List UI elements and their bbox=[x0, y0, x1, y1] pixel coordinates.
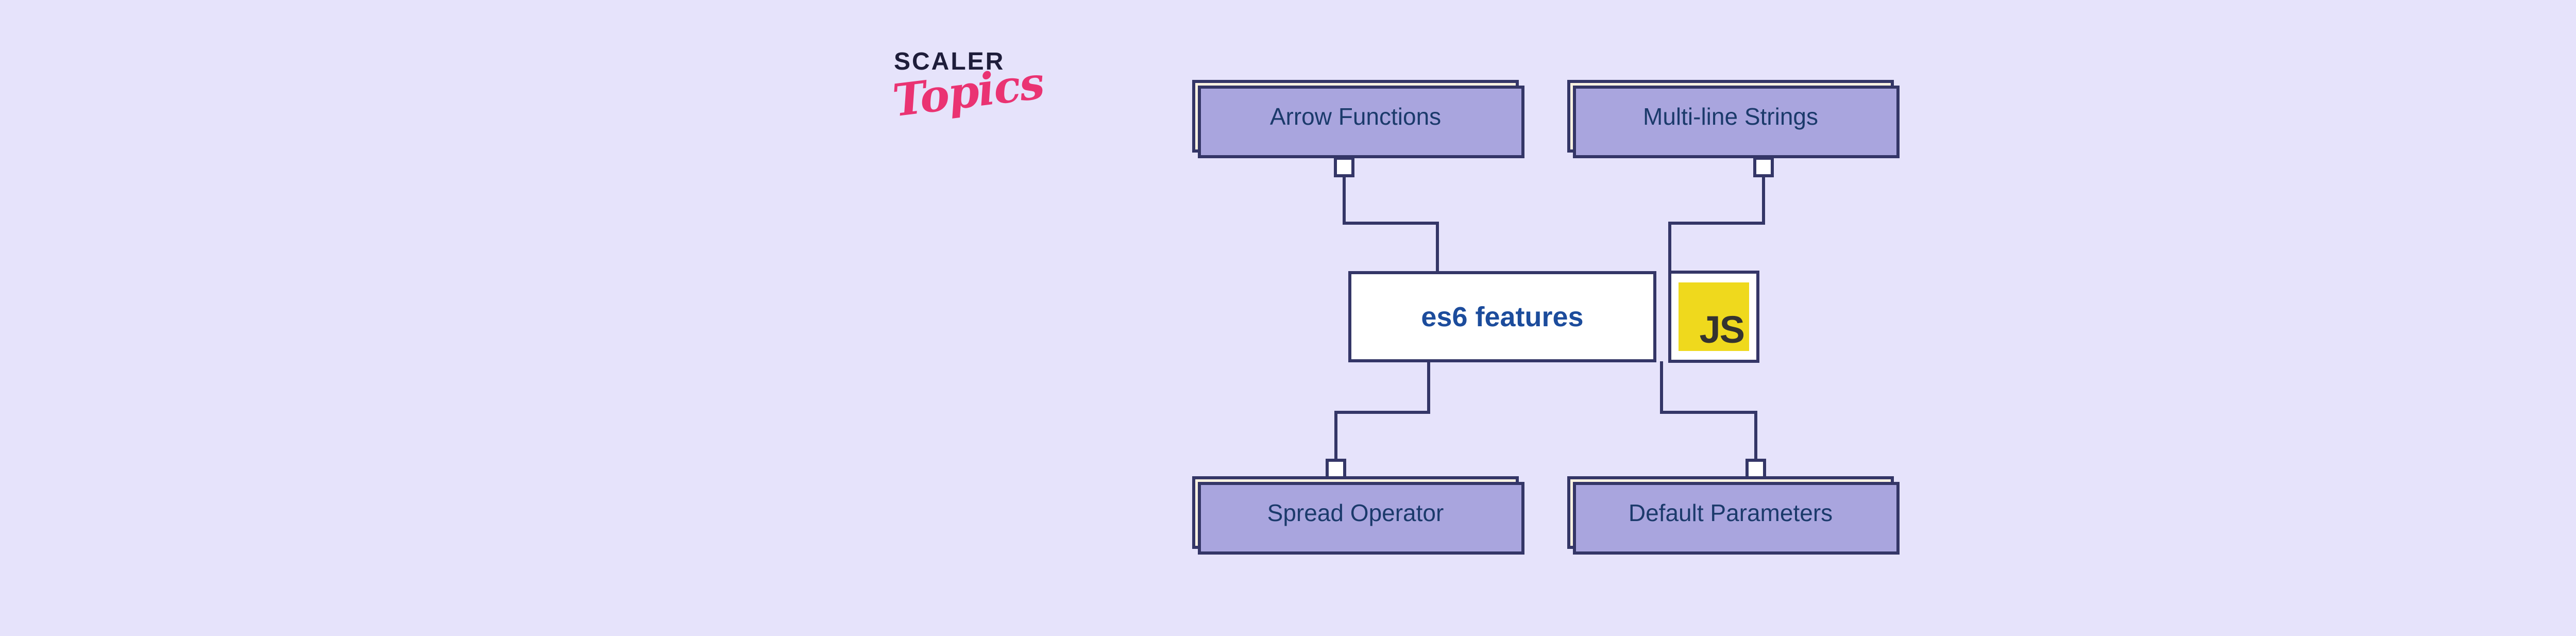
node-label-arrow-functions: Arrow Functions bbox=[1269, 103, 1442, 130]
node-es6-features: es6 features bbox=[1348, 271, 1656, 362]
connector-es6-js-gap-to-default-params bbox=[1660, 361, 1757, 463]
logo-brand-text: SCALER bbox=[894, 48, 1005, 75]
connector-multi-line-strings-to-js bbox=[1668, 175, 1765, 273]
node-label-multi-line-strings: Multi-line Strings bbox=[1643, 103, 1818, 130]
port-spread-operator bbox=[1326, 459, 1346, 479]
connector-arrow-functions-to-es6 bbox=[1343, 175, 1439, 273]
connector-es6-to-spread-operator bbox=[1334, 361, 1430, 463]
node-label-spread-operator: Spread Operator bbox=[1267, 499, 1444, 526]
node-label-es6-features: es6 features bbox=[1421, 301, 1584, 332]
node-multi-line-strings: Multi-line Strings bbox=[1567, 80, 1900, 158]
javascript-icon: JS bbox=[1679, 282, 1749, 351]
node-spread-operator: Spread Operator bbox=[1192, 476, 1524, 555]
node-js-logo: JS bbox=[1668, 271, 1759, 363]
port-multi-line-strings bbox=[1753, 157, 1774, 177]
port-default-parameters bbox=[1745, 459, 1766, 479]
javascript-icon-letters: JS bbox=[1699, 308, 1745, 351]
node-default-parameters: Default Parameters bbox=[1567, 476, 1900, 555]
node-label-default-parameters: Default Parameters bbox=[1628, 499, 1833, 526]
scaler-topics-logo: SCALER Topics bbox=[890, 48, 1048, 127]
port-arrow-functions bbox=[1334, 157, 1354, 177]
node-arrow-functions: Arrow Functions bbox=[1192, 80, 1524, 158]
